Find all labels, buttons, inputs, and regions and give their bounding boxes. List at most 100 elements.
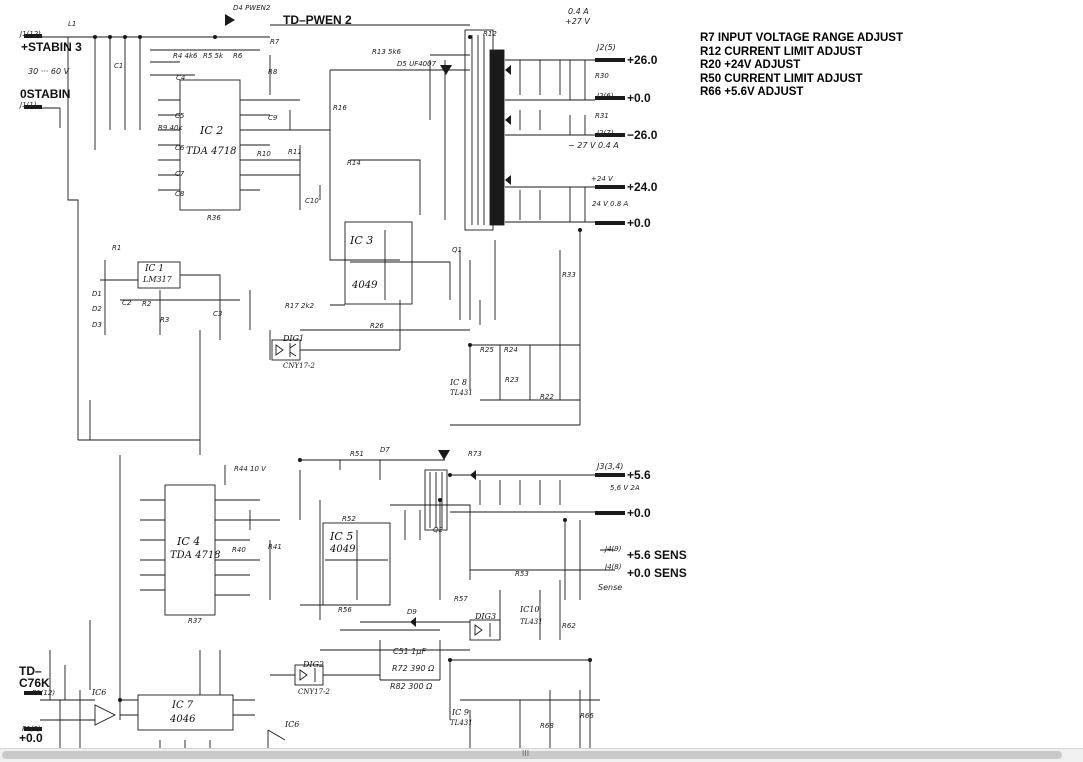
ann-r57: R57 (454, 595, 468, 603)
ic1-part: LM317 (143, 275, 172, 284)
ic10-label: IC10 (520, 605, 540, 614)
ann-sense: Sense (598, 583, 623, 592)
output-zero-c: +0.0 (627, 506, 651, 520)
note-r50: R50 CURRENT LIMIT ADJUST (700, 72, 863, 85)
ann-j4b: J4(8) (605, 563, 622, 571)
ic6-label: IC6 (92, 688, 107, 697)
ic7-part: 4046 (170, 714, 196, 725)
ann-c8: C8 (175, 190, 185, 198)
ann-d7: D7 (380, 446, 390, 454)
ann-r62: R62 (562, 622, 576, 630)
output-zero-a: +0.0 (627, 91, 651, 105)
ic8-label: IC 8 (450, 378, 467, 387)
ann-r2: R2 (142, 300, 152, 308)
ann-r13: R13 5k6 (372, 48, 401, 56)
ann-r31: R31 (595, 112, 609, 120)
ic4-label: IC 4 (177, 535, 201, 548)
ann-c3: C3 (213, 310, 223, 318)
adjust-notes: R7 INPUT VOLTAGE RANGE ADJUST R12 CURREN… (700, 32, 903, 100)
ann-c6: C6 (175, 144, 185, 152)
ann-l1: L1 (68, 20, 77, 28)
ic5-part: 4049 (330, 544, 356, 555)
label-td-c76k: TD– C76K (19, 664, 50, 690)
label-stabin3: +STABIN 3 (21, 40, 82, 54)
ann-m27: − 27 V 0.4 A (568, 141, 619, 150)
ann-r12: R12 (483, 30, 497, 38)
ann-r53: R53 (515, 570, 529, 578)
ann-r17: R17 2k2 (285, 302, 314, 310)
label-input-range: 30 ··· 60 V (28, 67, 70, 76)
ann-p1: P1(12) (32, 689, 56, 697)
dig1-part: CNY17-2 (283, 362, 315, 370)
ann-r52: R52 (342, 515, 356, 523)
ann-r1: R1 (112, 244, 122, 252)
ic1-label: IC 1 (145, 264, 165, 274)
ann-j1: J1(12) (20, 30, 41, 38)
output-plus-24: +24.0 (627, 180, 658, 194)
ann-p1b: P1(2) (22, 725, 41, 733)
output-plus-5-6: +5.6 (627, 468, 651, 482)
ann-r73: R73 (468, 450, 482, 458)
ann-r11: R11 (288, 148, 302, 156)
ann-c51: C51 1μF (393, 647, 427, 656)
note-r66: R66 +5.6V ADJUST (700, 86, 804, 98)
output-minus-26: −26.0 (627, 128, 658, 142)
ic2-label: IC 2 (200, 124, 224, 137)
ann-q2: Q2 (433, 526, 443, 534)
horizontal-scrollbar[interactable]: III (0, 748, 1083, 762)
ann-a08: 24 V 0.8 A (592, 200, 629, 208)
ic10-part: TL431 (520, 618, 543, 626)
ann-c5: C5 (175, 112, 185, 120)
ann-r8: R8 (268, 68, 278, 76)
ann-r23: R23 (505, 376, 519, 384)
ann-r41: R41 (268, 543, 282, 551)
ann-r37: R37 (188, 617, 202, 625)
ic4-part: TDA 4718 (170, 550, 221, 561)
ann-d2: D2 (92, 305, 102, 313)
ann-d1: D1 (92, 290, 102, 298)
ic8-part: TL431 (450, 389, 473, 397)
ann-q1: Q1 (452, 246, 462, 254)
ann-d5: D5 UF4007 (397, 60, 437, 68)
ann-v27: +27 V (565, 17, 590, 26)
ann-c9: C9 (268, 114, 278, 122)
ann-c7: C7 (175, 170, 185, 178)
ann-d9: D9 (407, 608, 417, 616)
ann-r68: R68 (540, 722, 554, 730)
ann-r6: R6 (233, 52, 243, 60)
ann-cur1: 0.4 A (568, 7, 589, 16)
ann-r5: R5 5k (203, 52, 224, 60)
label-td-pwen2: TD–PWEN 2 (283, 13, 352, 27)
ann-j4: J4(9) (605, 545, 622, 553)
ann-r72: R72 390 Ω (392, 664, 435, 673)
label-ostabin: 0STABIN (20, 87, 71, 101)
ann-c10: C10 (305, 197, 319, 205)
scrollbar-thumb[interactable]: III (2, 749, 1062, 759)
output-plus-5-6-sens: +5.6 SENS (627, 548, 687, 562)
ann-j2b: J2(6) (597, 92, 614, 100)
ann-r14: R14 (347, 159, 361, 167)
ann-r66: R66 (580, 712, 594, 720)
ann-r51: R51 (350, 450, 364, 458)
ann-c4: C4 (176, 74, 186, 82)
ann-r36: R36 (207, 214, 221, 222)
ann-j1b: J1(1) (20, 101, 37, 109)
label-zero-bottom: +0.0 (19, 731, 43, 745)
ann-j3: J3(3,4) (597, 462, 624, 471)
ic9-part: TL431 (450, 719, 473, 727)
ann-r3: R3 (160, 316, 170, 324)
note-r20: R20 +24V ADJUST (700, 59, 801, 71)
ic6b-label: IC6 (285, 720, 300, 729)
dig2-part: CNY17-2 (298, 688, 330, 696)
ann-j2: J2(5) (597, 43, 616, 52)
ann-r56: R56 (338, 606, 352, 614)
ann-r33: R33 (562, 271, 576, 279)
ann-r10: R10 (257, 150, 271, 158)
output-zero-b: +0.0 (627, 216, 651, 230)
ann-r40: R40 (232, 546, 246, 554)
ann-r26: R26 (370, 322, 384, 330)
ic2-part: TDA 4718 (186, 146, 237, 157)
ic7-label: IC 7 (172, 700, 194, 711)
